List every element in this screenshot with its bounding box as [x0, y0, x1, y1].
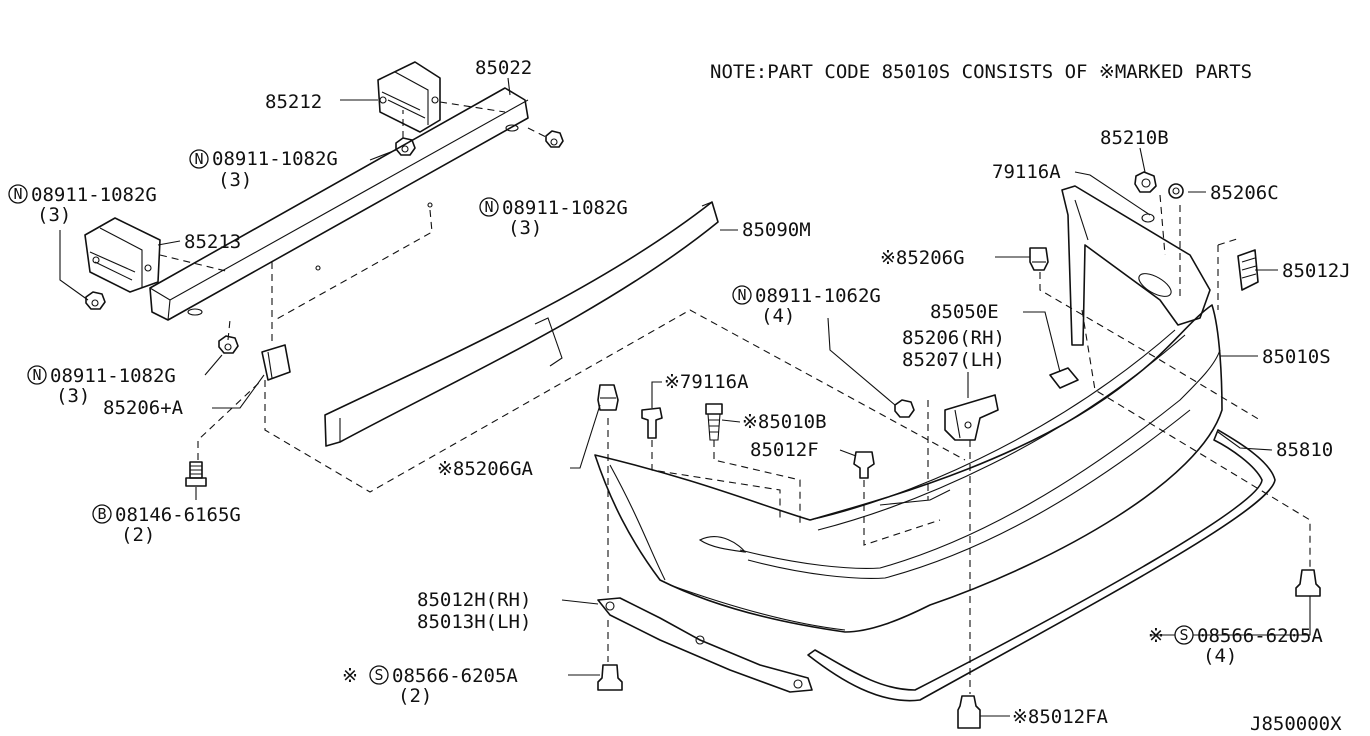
label-85012j: 85012J — [1282, 260, 1351, 282]
label-85010s: 85010S — [1262, 346, 1331, 368]
clip-85210b — [1134, 171, 1157, 193]
lower-valance-85810 — [807, 429, 1276, 702]
callout-b-08146-6165g: B 08146-6165G (2) — [92, 504, 241, 546]
svg-text:S: S — [1179, 626, 1188, 644]
assembly-lines — [159, 101, 1311, 694]
svg-text:(3): (3) — [218, 169, 252, 191]
svg-text:(3): (3) — [56, 385, 90, 407]
svg-text:(2): (2) — [398, 685, 432, 707]
svg-text:08911-1082G: 08911-1082G — [31, 184, 157, 206]
bumper-fascia-85010s — [594, 304, 1223, 633]
label-79116a-mid: ※79116A — [664, 371, 749, 393]
clip-85206g — [1029, 247, 1049, 271]
nut-lower — [218, 335, 239, 354]
clip-85206ga — [597, 384, 619, 411]
label-85810: 85810 — [1276, 439, 1333, 461]
n-symbol: N — [194, 150, 203, 168]
label-85022: 85022 — [475, 57, 532, 79]
label-85010b: ※85010B — [742, 411, 827, 433]
clip-85012f — [853, 451, 875, 479]
label-85206ga: ※85206GA — [437, 458, 534, 480]
diagram-code: J850000X — [1250, 713, 1342, 735]
svg-text:08911-1082G: 08911-1082G — [50, 365, 176, 387]
note-text: NOTE:PART CODE 85010S CONSISTS OF ※MARKE… — [710, 61, 1252, 83]
bracket-85212 — [377, 61, 441, 133]
svg-text:※: ※ — [342, 665, 358, 687]
svg-text:08911-1062G: 08911-1062G — [755, 285, 881, 307]
label-85013h-lh: 85013H(LH) — [417, 611, 531, 633]
side-bracket-79116a — [1061, 185, 1211, 346]
svg-text:08566-6205A: 08566-6205A — [392, 665, 518, 687]
nut-upper-right — [545, 130, 564, 148]
label-85206-a: 85206+A — [103, 397, 184, 419]
energy-absorber-85090m — [324, 201, 719, 447]
label-85210b: 85210B — [1100, 127, 1169, 149]
label-85012f: 85012F — [750, 439, 819, 461]
screw-08566-6205a-right — [1295, 569, 1321, 597]
callout-s-08566-6205a-left: ※ S 08566-6205A (2) — [342, 665, 518, 707]
washer-85206c — [1168, 183, 1184, 199]
bracket-85206-85207 — [944, 394, 999, 441]
svg-text:08146-6165G: 08146-6165G — [115, 504, 241, 526]
clip-79116a-mid — [641, 407, 663, 439]
screw-85010b — [705, 403, 723, 441]
svg-text:(4): (4) — [1203, 645, 1237, 667]
svg-text:(2): (2) — [121, 524, 155, 546]
lower-bracket-85012h — [597, 597, 813, 693]
svg-text:(3): (3) — [37, 204, 71, 226]
label-85207-lh: 85207(LH) — [902, 349, 1005, 371]
label-85012h-rh: 85012H(RH) — [417, 589, 531, 611]
svg-text:B: B — [97, 505, 106, 523]
label-85212: 85212 — [265, 91, 322, 113]
nut-08911-1062g — [894, 399, 915, 418]
svg-text:(4): (4) — [761, 305, 795, 327]
label-85090m: 85090M — [742, 219, 811, 241]
label-85206c: 85206C — [1210, 182, 1279, 204]
label-85206g: ※85206G — [880, 247, 965, 269]
leader-lines — [59, 77, 1311, 717]
svg-text:08911-1082G: 08911-1082G — [212, 148, 338, 170]
svg-text:S: S — [374, 666, 383, 684]
reinforcement-beam-85022 — [149, 87, 529, 321]
callout-s-08566-6205a-right: ※ S 08566-6205A (4) — [1148, 625, 1323, 667]
svg-text:08566-6205A: 08566-6205A — [1197, 625, 1323, 647]
label-85012fa: ※85012FA — [1012, 706, 1109, 728]
svg-text:※: ※ — [1148, 625, 1164, 647]
callout-n-08911-1082g-c: N 08911-1082G (3) — [479, 197, 628, 239]
label-85206-rh: 85206(RH) — [902, 327, 1005, 349]
callout-n-08911-1082g-d: N 08911-1082G (3) — [27, 365, 176, 407]
bracket-85213 — [84, 217, 161, 293]
svg-text:(3): (3) — [508, 217, 542, 239]
nut-upper-left — [395, 137, 416, 156]
callout-n-08911-1082g-a: N 08911-1082G (3) — [189, 148, 338, 191]
svg-text:08911-1082G: 08911-1082G — [502, 197, 628, 219]
callout-n-08911-1062g: N 08911-1062G (4) — [732, 285, 881, 327]
svg-text:N: N — [32, 366, 41, 384]
label-85050e: 85050E — [930, 301, 999, 323]
svg-text:N: N — [484, 198, 493, 216]
bolt-08146-6165g — [185, 461, 207, 487]
clip-85050e — [1049, 367, 1079, 389]
label-79116a-top: 79116A — [992, 161, 1061, 183]
screw-08566-6205a-left — [597, 664, 623, 691]
clip-85206-a — [261, 344, 291, 381]
nut-left — [85, 291, 106, 310]
svg-text:N: N — [737, 286, 746, 304]
svg-text:N: N — [13, 185, 22, 203]
note: NOTE:PART CODE 85010S CONSISTS OF ※MARKE… — [710, 61, 1252, 83]
label-85213: 85213 — [184, 231, 241, 253]
bracket-85012j — [1237, 249, 1259, 291]
callout-n-08911-1082g-b: N 08911-1082G (3) — [8, 184, 157, 226]
clip-85012fa — [957, 695, 981, 729]
